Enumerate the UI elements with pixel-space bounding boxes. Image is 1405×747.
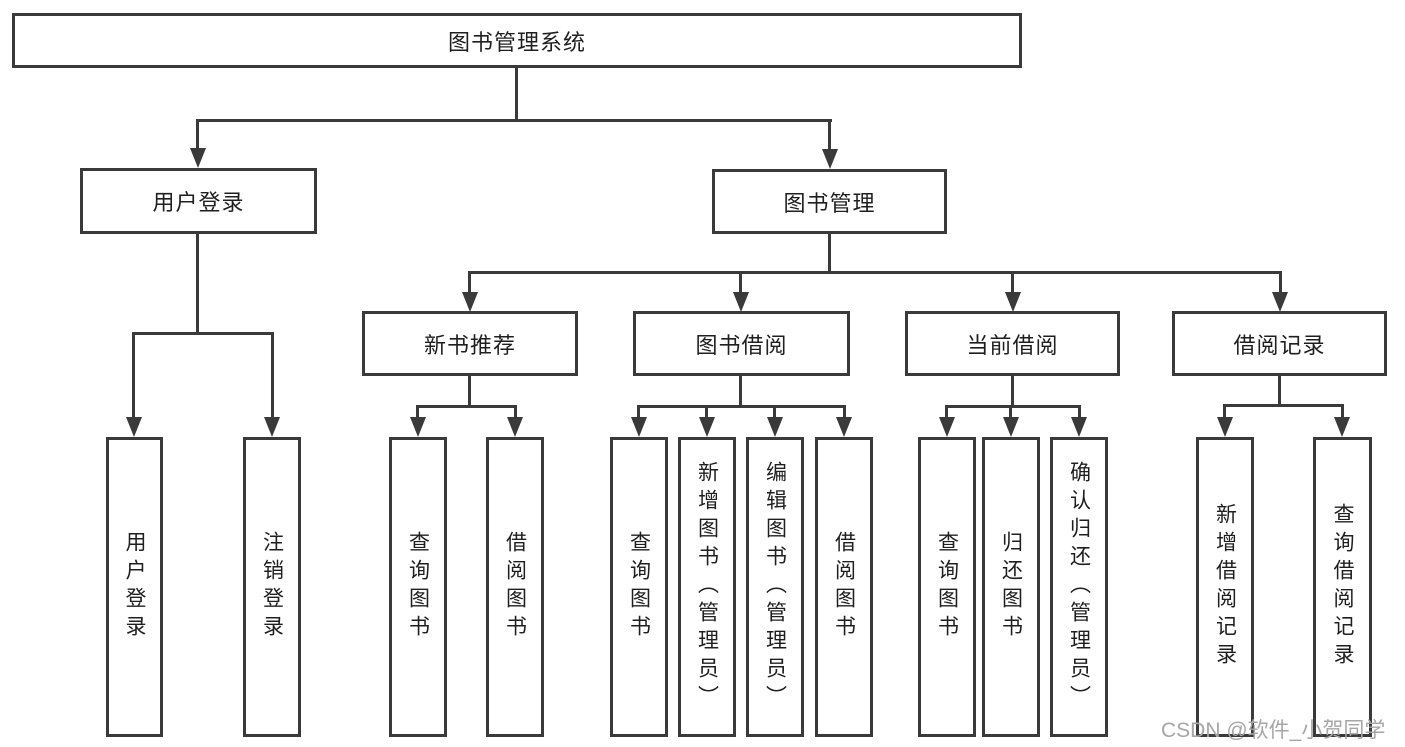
arrow-to-bb-add <box>699 417 715 437</box>
arrow-to-new-book-rec <box>462 292 478 312</box>
node-root-system: 图书管理系统 <box>12 13 1022 68</box>
arrow-to-rec-query <box>410 417 426 437</box>
arrow-to-br-query <box>1334 417 1350 437</box>
arrow-to-current-borrow <box>1005 292 1021 312</box>
connector-rec-split <box>416 405 517 408</box>
connector-br-split <box>1223 404 1344 407</box>
node-login: 用户登录 <box>106 437 163 737</box>
connector-cb-return-drop <box>1009 405 1012 419</box>
node-cb-query-book: 查询图书 <box>918 437 976 737</box>
node-logout: 注销登录 <box>243 437 301 737</box>
connector-bookmgmt-split <box>468 271 1282 274</box>
arrow-to-rec-borrow <box>507 417 523 437</box>
connector-bb-borrow-drop <box>843 405 846 419</box>
arrow-to-book-mgmt <box>822 149 838 169</box>
node-cb-confirm-return: 确认归还（管理员） <box>1050 437 1108 737</box>
connector-userlogin-split <box>132 332 274 335</box>
node-rec-borrow-book: 借阅图书 <box>486 437 544 737</box>
node-borrow-records: 借阅记录 <box>1172 311 1387 376</box>
arrow-to-login <box>126 417 142 437</box>
arrow-to-user-login <box>190 148 206 168</box>
node-current-borrow: 当前借阅 <box>905 311 1120 376</box>
connector-userlogin-stem <box>196 234 199 335</box>
connector-cb-query-drop <box>945 405 948 419</box>
connector-bb-stem <box>739 376 742 408</box>
connector-rec-stem <box>468 376 471 408</box>
node-cb-return-book: 归还图书 <box>982 437 1040 737</box>
connector-newbookrec-drop <box>468 271 471 294</box>
connector-logout-drop <box>271 332 274 419</box>
connector-root-left-drop <box>196 119 199 151</box>
connector-cb-stem <box>1011 376 1014 408</box>
connector-bb-edit-drop <box>773 405 776 419</box>
connector-cb-confirm-drop <box>1078 405 1081 419</box>
node-br-query-record: 查询借阅记录 <box>1313 437 1372 737</box>
arrow-to-book-borrow <box>733 292 749 312</box>
connector-root-right-drop <box>828 119 831 151</box>
connector-currentborrow-drop <box>1011 271 1014 294</box>
arrow-to-cb-return <box>1003 417 1019 437</box>
connector-root-split <box>196 119 832 122</box>
node-rec-query-book: 查询图书 <box>389 437 447 737</box>
arrow-to-cb-confirm <box>1071 417 1087 437</box>
connector-root-stem <box>515 68 518 121</box>
node-book-borrow: 图书借阅 <box>633 311 850 376</box>
connector-rec-borrow-drop <box>514 405 517 419</box>
node-bb-query-book: 查询图书 <box>610 437 668 737</box>
arrow-to-logout <box>264 417 280 437</box>
arrow-to-bb-edit <box>767 417 783 437</box>
connector-borrowrecords-drop <box>1279 271 1282 294</box>
node-bb-borrow-book: 借阅图书 <box>815 437 873 737</box>
connector-rec-query-drop <box>416 405 419 419</box>
connector-bb-add-drop <box>705 405 708 419</box>
connector-br-stem <box>1278 376 1281 407</box>
arrow-to-borrow-records <box>1272 292 1288 312</box>
connector-login-drop <box>132 332 135 419</box>
connector-bb-split <box>637 405 846 408</box>
connector-bookborrow-drop <box>739 271 742 294</box>
connector-br-add-drop <box>1223 404 1226 419</box>
node-book-mgmt: 图书管理 <box>712 169 947 234</box>
arrow-to-bb-query <box>631 417 647 437</box>
node-new-book-rec: 新书推荐 <box>362 311 578 376</box>
connector-bb-query-drop <box>637 405 640 419</box>
connector-cb-split <box>945 405 1081 408</box>
csdn-watermark: CSDN @软件_小贺同学 <box>1161 719 1386 742</box>
arrow-to-bb-borrow <box>836 417 852 437</box>
arrow-to-br-add <box>1217 417 1233 437</box>
arrow-to-cb-query <box>939 417 955 437</box>
connector-bookmgmt-stem <box>828 234 831 274</box>
connector-br-query-drop <box>1341 404 1344 419</box>
node-bb-add-book: 新增图书（管理员） <box>678 437 736 737</box>
node-br-add-record: 新增借阅记录 <box>1196 437 1254 737</box>
node-user-login: 用户登录 <box>80 168 317 234</box>
node-bb-edit-book: 编辑图书（管理员） <box>746 437 804 737</box>
